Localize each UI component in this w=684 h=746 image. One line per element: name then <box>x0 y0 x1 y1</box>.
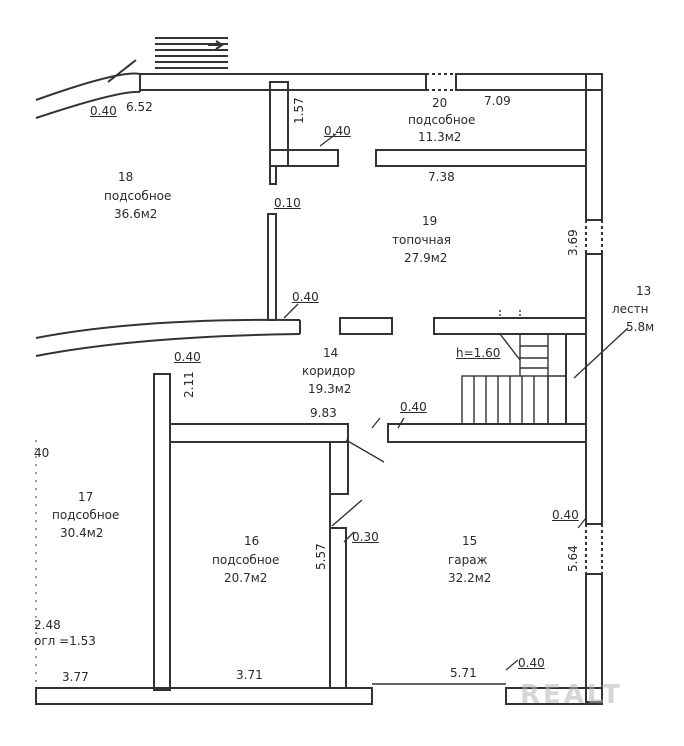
room-16-name: подсобное <box>212 553 280 567</box>
room-13-name: лестн <box>612 302 649 316</box>
dim-983: 9.83 <box>310 406 337 420</box>
room-14-number: 14 <box>323 346 339 360</box>
dim-40-left: 40 <box>34 446 50 460</box>
dim-040-mid: 0.40 <box>400 400 427 414</box>
room-15-name: гараж <box>448 553 488 567</box>
dim-571: 5.71 <box>450 666 477 680</box>
curved-wall-room18-inner <box>35 333 301 357</box>
room-17-number: 17 <box>78 490 94 504</box>
dim-248: 2.48 <box>34 618 61 632</box>
wall-stair-right <box>565 333 587 425</box>
wall-top-right <box>455 73 603 91</box>
room-17-area: 30.4м2 <box>60 526 104 540</box>
dim-211: 2.11 <box>182 371 196 398</box>
room-13-area: 5.8м <box>626 320 655 334</box>
dim-557: 5.57 <box>314 543 328 570</box>
room-15-number: 15 <box>462 534 478 548</box>
wall-right-upper <box>585 73 603 221</box>
leader-room13 <box>573 327 629 379</box>
dim-040-r18: 0.40 <box>292 290 319 304</box>
watermark: REALT <box>520 680 623 710</box>
room-16-area: 20.7м2 <box>224 571 268 585</box>
dim-369: 3.69 <box>566 229 580 256</box>
room-15-area: 32.2м2 <box>448 571 492 585</box>
room-17-name: подсобное <box>52 508 120 522</box>
curved-wall-top-left <box>35 72 141 101</box>
dim-709: 7.09 <box>484 94 511 108</box>
wall-corridor-vent <box>339 317 393 335</box>
room-14-name: коридор <box>302 364 356 378</box>
wall-corridor-south-right <box>387 423 587 443</box>
room-14-area: 19.3м2 <box>308 382 352 396</box>
room-20-name: подсобное <box>408 113 476 127</box>
wall-r18-door-post <box>269 165 277 185</box>
wall-right-lower <box>585 573 603 703</box>
dim-377: 3.77 <box>62 670 89 684</box>
room-20-number: 20 <box>432 96 448 110</box>
wall-r16-r15 <box>329 527 347 689</box>
dim-h160: h=1.60 <box>456 346 501 360</box>
wall-r20-left <box>269 81 289 167</box>
curved-wall-top-left-inner <box>35 90 141 119</box>
dim-040-bottom: 0.40 <box>518 656 545 670</box>
dim-652: 6.52 <box>126 100 153 114</box>
dim-040-topleft: 0.40 <box>90 104 117 118</box>
dim-738: 7.38 <box>428 170 455 184</box>
door-swing-16 <box>331 499 363 527</box>
wall-corridor-north-right <box>433 317 587 335</box>
wall-top <box>139 73 427 91</box>
room-19-number: 19 <box>422 214 438 228</box>
door-swing-corridor <box>345 439 385 463</box>
wall-bottom-left <box>35 687 373 705</box>
wall-corridor-stub <box>329 441 349 495</box>
room-18-number: 18 <box>118 170 134 184</box>
arrow-top-stair <box>208 40 224 50</box>
wall-r20-bottom <box>375 149 587 167</box>
diagonal-top <box>107 59 137 83</box>
dim-030: 0.30 <box>352 530 379 544</box>
room-20-area: 11.3м2 <box>418 130 462 144</box>
wall-r18-r19 <box>267 213 277 321</box>
room-19-area: 27.9м2 <box>404 251 448 265</box>
stair-steps <box>461 310 566 425</box>
curved-wall-room18 <box>35 318 301 339</box>
dim-564: 5.64 <box>566 545 580 572</box>
room-19-name: топочная <box>392 233 452 247</box>
dim-153: огл =1.53 <box>34 634 96 648</box>
wall-left-long <box>153 373 171 691</box>
dim-157: 1.57 <box>292 97 306 124</box>
dim-040-r20: 0.40 <box>324 124 351 138</box>
dim-040-r15: 0.40 <box>552 508 579 522</box>
wall-bottom-right <box>505 687 603 705</box>
room-18-name: подсобное <box>104 189 172 203</box>
dim-040-r14: 0.40 <box>174 350 201 364</box>
wall-r20-stub <box>269 149 339 167</box>
room-18-area: 36.6м2 <box>114 207 158 221</box>
room-16-number: 16 <box>244 534 260 548</box>
room-13-number: 13 <box>636 284 652 298</box>
dim-010: 0.10 <box>274 196 301 210</box>
wall-corridor-south-left <box>169 423 349 443</box>
dim-371: 3.71 <box>236 668 263 682</box>
wall-right-mid <box>585 253 603 525</box>
